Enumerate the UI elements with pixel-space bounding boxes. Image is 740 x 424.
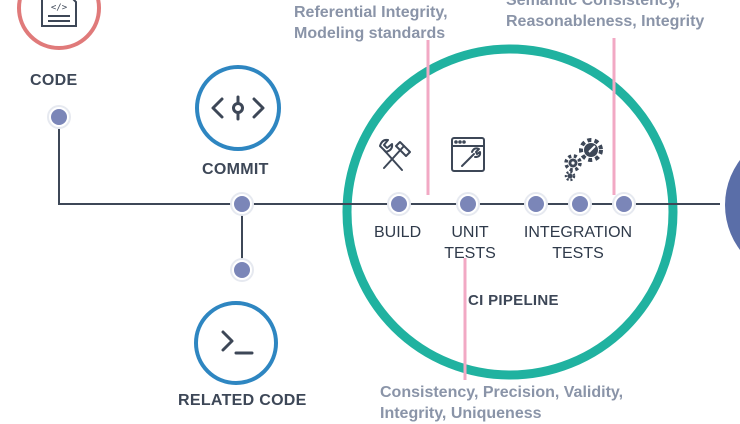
- document-code-icon: </>: [41, 0, 77, 27]
- build-annotation: Referential Integrity, Modeling standard…: [294, 2, 448, 44]
- node-code: [47, 105, 71, 129]
- node-integration-3: [612, 192, 636, 216]
- integration-annotation-line-2: Reasonableness, Integrity: [506, 13, 705, 30]
- unit-tests-label-line-2: TESTS: [444, 245, 496, 262]
- build-tools-icon: [379, 138, 411, 171]
- ci-pipeline-title: CI PIPELINE: [468, 292, 559, 309]
- svg-text:</>: </>: [51, 3, 68, 13]
- node-build: [387, 192, 411, 216]
- integration-annotation-line-1: Semantic Consistency,: [506, 0, 680, 9]
- commit-circle: [195, 65, 281, 151]
- unit-tests-label-line-1: UNIT: [451, 224, 489, 241]
- integration-tests-label-line-1: INTEGRATION: [523, 224, 633, 241]
- commit-icon: [211, 95, 265, 121]
- code-circle: [17, 0, 101, 50]
- unit-tests-label: UNIT TESTS: [438, 222, 502, 264]
- related-code-label: RELATED CODE: [178, 392, 307, 409]
- next-stage-circle: [725, 160, 740, 250]
- related-code-circle: [194, 301, 278, 385]
- build-annotation-line-2: Modeling standards: [294, 25, 446, 42]
- node-related-code: [230, 258, 254, 282]
- terminal-icon: [221, 330, 254, 355]
- build-label: BUILD: [374, 224, 422, 241]
- integration-tests-label-line-2: TESTS: [552, 245, 604, 262]
- node-integration-2: [568, 192, 592, 216]
- build-annotation-line-1: Referential Integrity,: [294, 4, 448, 21]
- unit-test-icon: [451, 137, 485, 172]
- unit-annotation-line-1: Consistency, Precision, Validity,: [380, 384, 624, 401]
- unit-annotation: Consistency, Precision, Validity, Integr…: [380, 382, 623, 424]
- commit-label: COMMIT: [202, 161, 269, 178]
- gears-icon: [564, 138, 603, 182]
- node-unit-tests: [456, 192, 480, 216]
- flow-line-code: [58, 117, 720, 205]
- integration-tests-label: INTEGRATION TESTS: [516, 222, 640, 264]
- node-integration-1: [524, 192, 548, 216]
- node-commit: [230, 192, 254, 216]
- integration-annotation: Semantic Consistency, Reasonableness, In…: [506, 0, 704, 32]
- code-label: CODE: [30, 72, 78, 89]
- pipeline-diagram: </>: [17, 0, 740, 385]
